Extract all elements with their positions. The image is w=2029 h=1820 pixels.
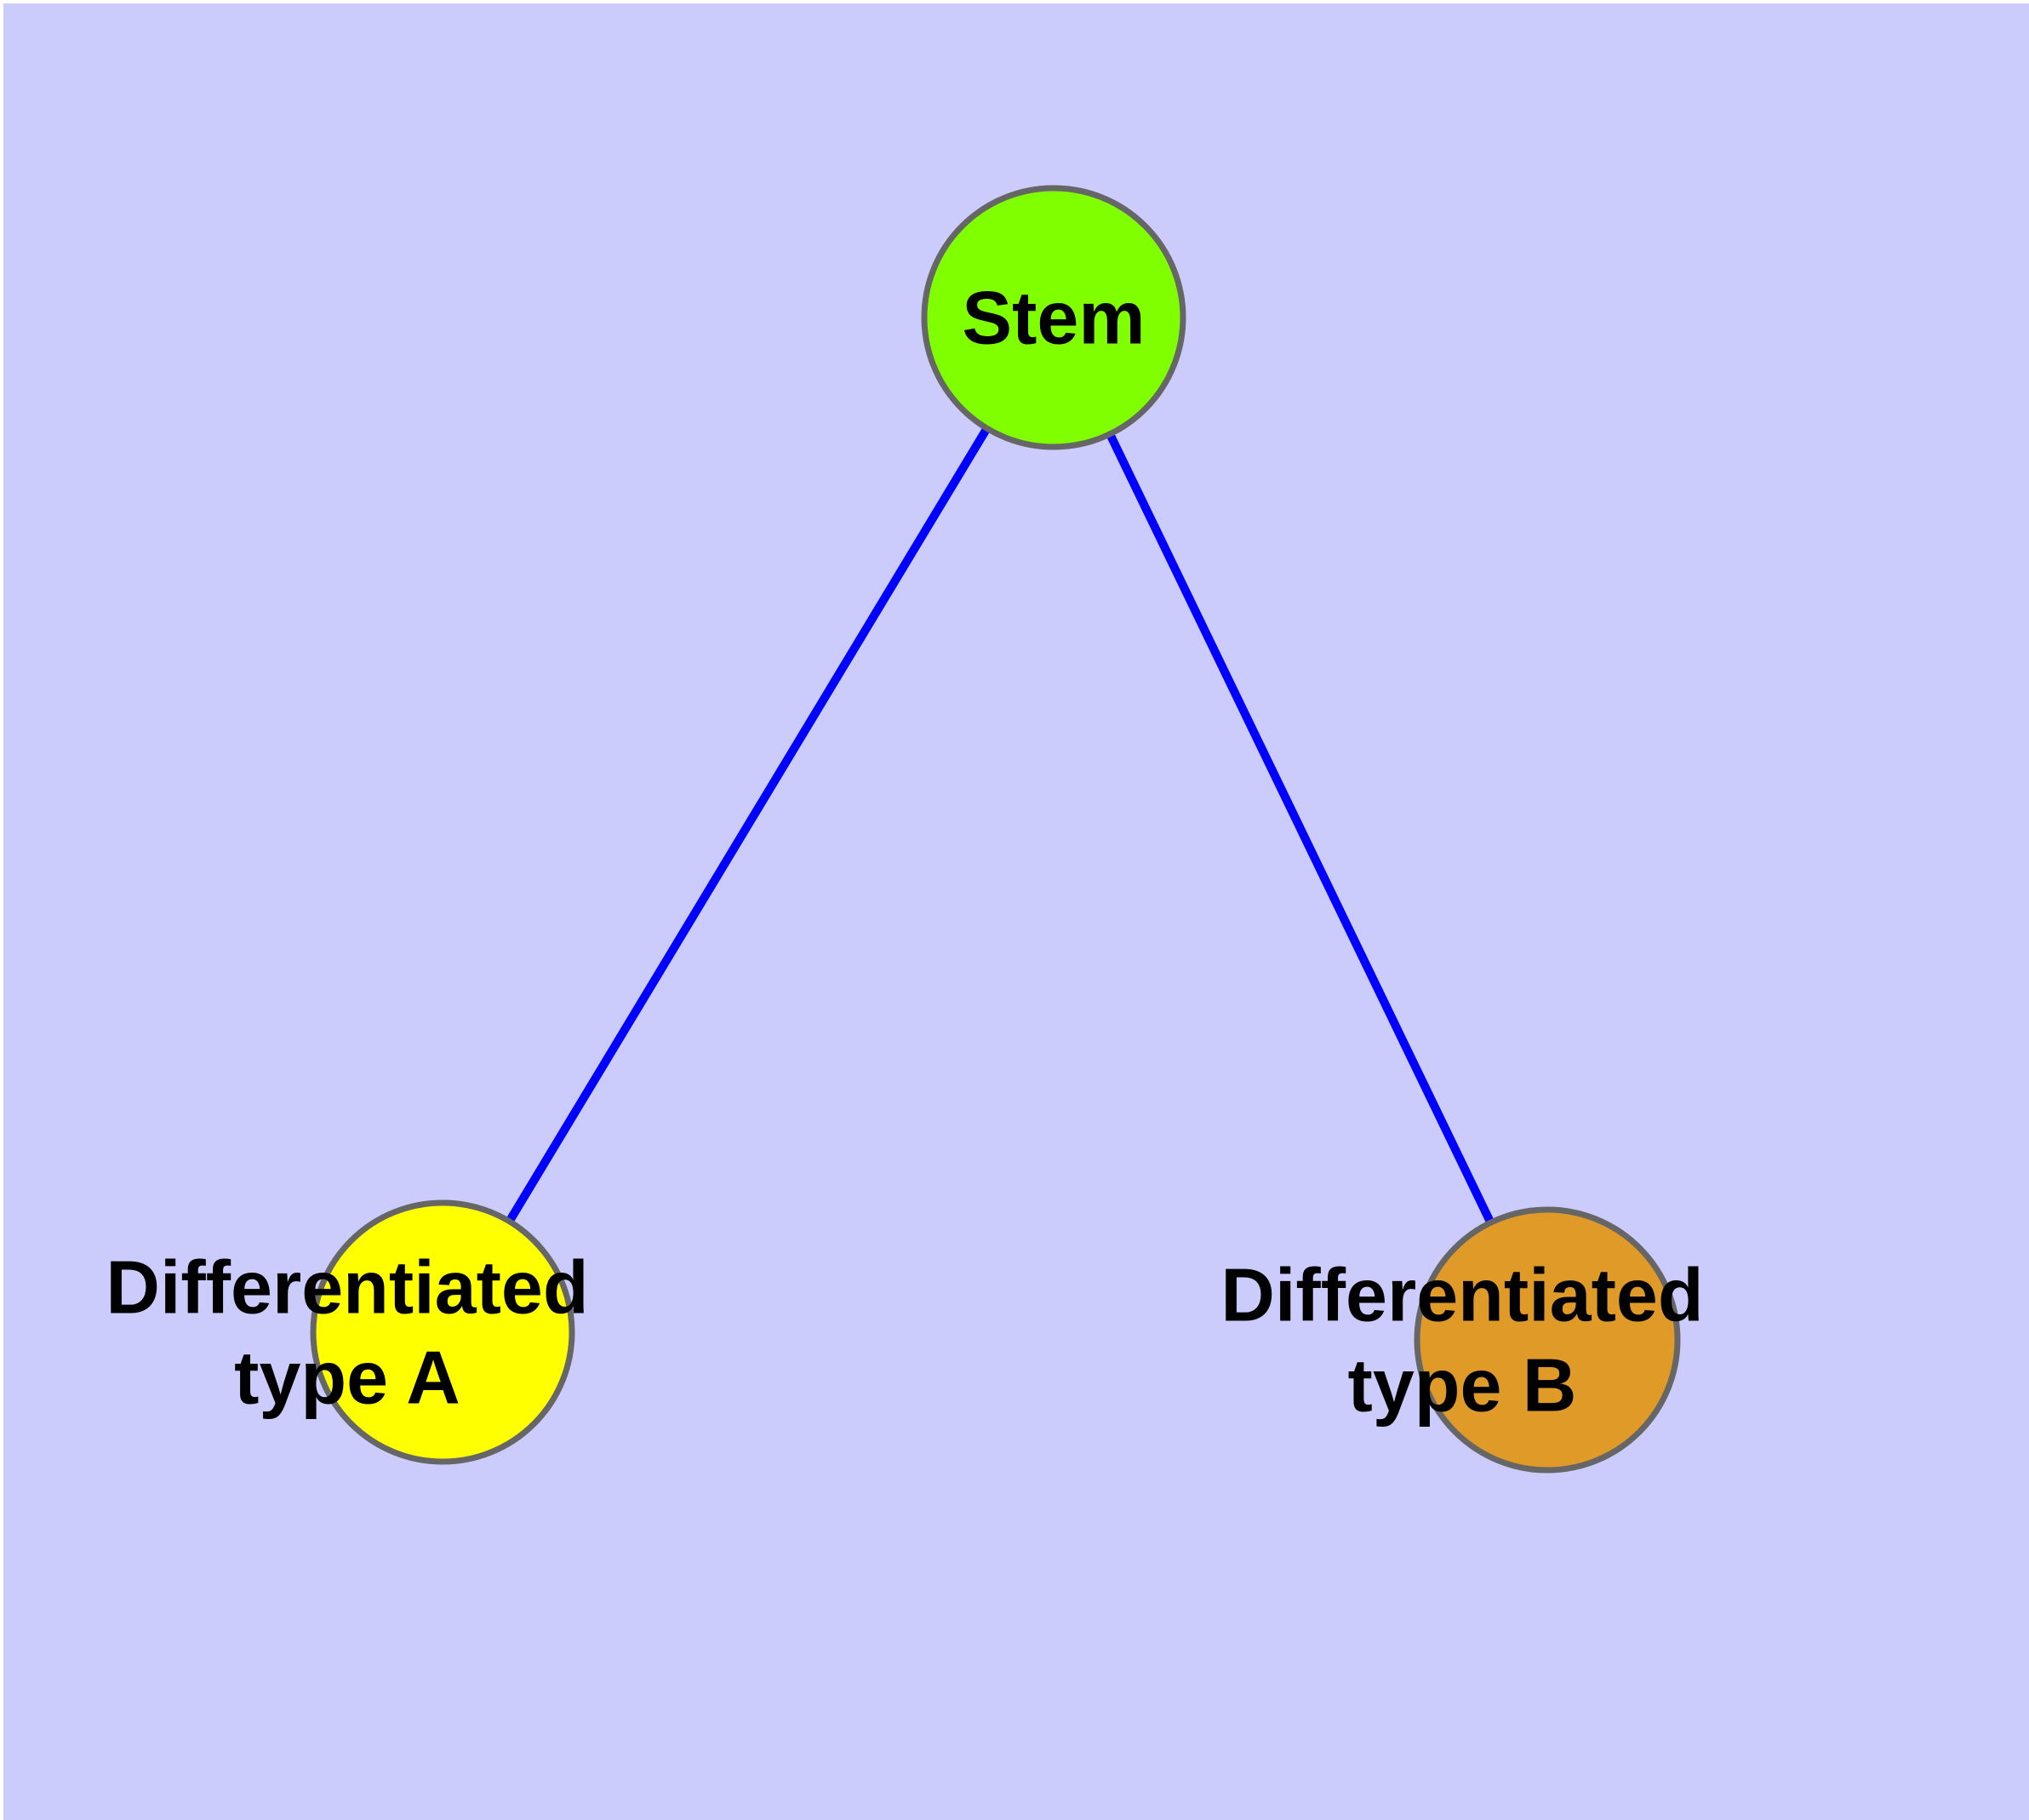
node-differentiated-type-a-circle[interactable]	[310, 1199, 575, 1465]
node-label-differentiated-type-a-line1: Differentiated	[106, 1245, 588, 1330]
node-differentiated-type-b-circle[interactable]	[1414, 1206, 1681, 1474]
node-label-differentiated-type-b-line1: Differentiated	[1220, 1253, 1703, 1337]
edges-layer	[438, 315, 1552, 1342]
node-label-differentiated-type-b-line2: type B	[1348, 1343, 1577, 1428]
node-label-differentiated-type-a-line2: type A	[234, 1336, 460, 1420]
edge-stem-to-differentiated-b[interactable]	[1049, 315, 1552, 1342]
node-label-stem: Stem	[962, 276, 1145, 360]
node-stem-circle[interactable]	[921, 185, 1186, 450]
nodes-layer	[310, 185, 1681, 1474]
node-differentiated-type-a[interactable]	[310, 1199, 575, 1465]
node-differentiated-type-b[interactable]	[1414, 1206, 1681, 1474]
labels-layer: Stem Differentiated type A Differentiate…	[106, 276, 1703, 1428]
node-stem[interactable]	[921, 185, 1186, 450]
edge-stem-to-differentiated-a[interactable]	[438, 315, 1058, 1335]
